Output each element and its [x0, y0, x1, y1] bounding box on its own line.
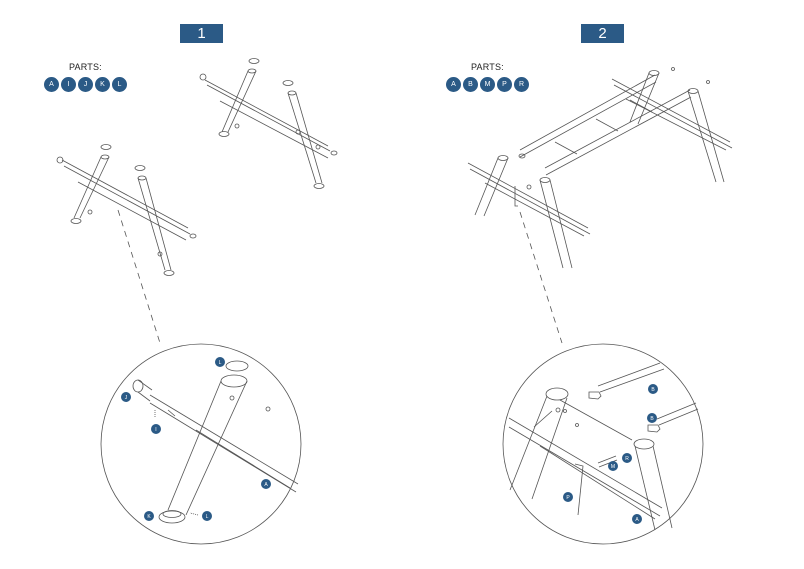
- callout-label: L: [206, 514, 209, 520]
- step-1-leader-line: [117, 209, 161, 344]
- step-2-parts-label: PARTS:: [471, 62, 504, 72]
- part-chip: K: [95, 77, 110, 92]
- part-chip: A: [446, 77, 461, 92]
- callout-label: K: [147, 514, 151, 520]
- step-1-leg-frame-front: [56, 144, 197, 276]
- part-chip: J: [78, 77, 93, 92]
- callout-label: P: [566, 495, 570, 501]
- part-chip: M: [480, 77, 495, 92]
- callout-label: J: [125, 395, 128, 401]
- callout-label: B: [651, 387, 655, 393]
- callout-label: I: [155, 427, 156, 433]
- step-2-parts-list: A B M P R: [446, 77, 529, 92]
- step-2-detail-view: [502, 343, 704, 545]
- step-1-detail-view: [100, 343, 302, 545]
- part-chip: P: [497, 77, 512, 92]
- step-1-leg-frame-back: [199, 58, 338, 189]
- step-2-number: 2: [581, 24, 624, 43]
- part-chip: I: [61, 77, 76, 92]
- callout-labels: L J I A K L B B M R P A: [125, 360, 656, 523]
- step-1-parts-label: PARTS:: [69, 62, 102, 72]
- callout-label: A: [635, 517, 639, 523]
- part-chip: R: [514, 77, 529, 92]
- callout-label: R: [625, 456, 629, 462]
- step-1-number: 1: [180, 24, 223, 43]
- step-1-parts-list: A I J K L: [44, 77, 127, 92]
- step-2-table-frame: [467, 67, 733, 269]
- part-chip: B: [463, 77, 478, 92]
- callout-label: B: [650, 416, 654, 422]
- callout-label: L: [219, 360, 222, 366]
- step-2-leader-line: [519, 211, 563, 344]
- callout-label: A: [264, 482, 268, 488]
- part-chip: L: [112, 77, 127, 92]
- callout-label: M: [611, 464, 615, 470]
- part-chip: A: [44, 77, 59, 92]
- callout-markers: [121, 357, 658, 524]
